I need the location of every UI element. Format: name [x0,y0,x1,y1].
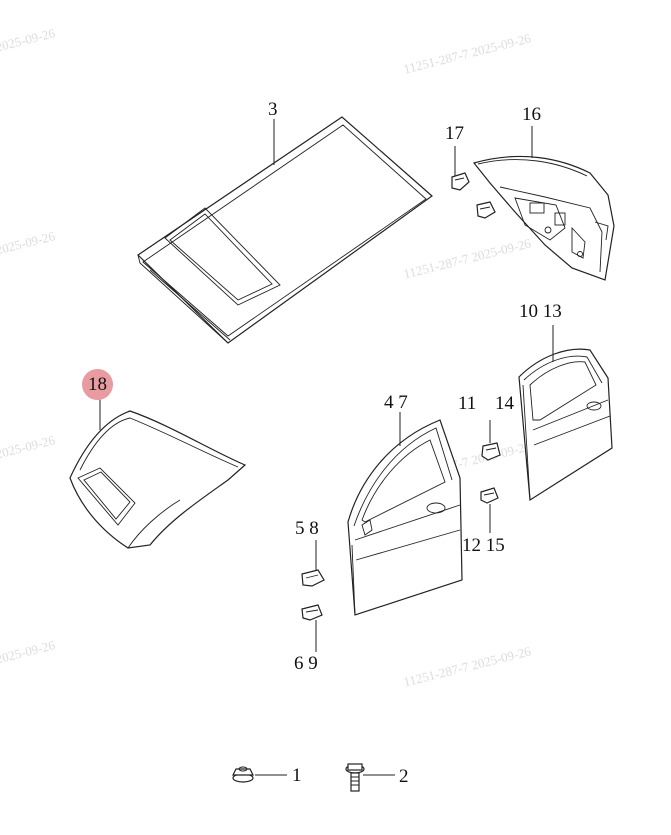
front-upper-hinge[interactable] [301,569,325,587]
rear-upper-hinge[interactable] [481,442,501,461]
callout-bolt[interactable]: 2 [399,766,409,787]
callout-rear-door[interactable]: 10 13 [519,301,562,322]
roof-panel[interactable] [137,116,433,344]
rear-door-panel[interactable] [518,348,613,502]
callout-hood: 18 [88,373,107,395]
tailgate-hinge-lower[interactable] [476,201,496,219]
callout-front-lower-hinge[interactable]: 6 9 [294,653,318,674]
callout-front-door[interactable]: 4 7 [384,392,408,413]
tailgate-hinge-upper[interactable] [451,172,470,191]
callout-rear-lower-hinge[interactable]: 12 15 [462,535,505,556]
callout-nut[interactable]: 1 [292,765,302,786]
callout-front-upper-hinge[interactable]: 5 8 [295,518,319,539]
callout-tailgate-hinge[interactable]: 17 [445,123,464,144]
front-lower-hinge[interactable] [301,604,323,621]
callout-hood-highlighted[interactable]: 18 [82,369,113,400]
front-door-panel[interactable] [347,419,463,616]
flange-nut-icon[interactable] [232,766,254,783]
callout-roof[interactable]: 3 [268,99,278,120]
tailgate-panel[interactable] [472,155,615,281]
callout-rear-upper-hinge-alt[interactable]: 14 [495,393,514,414]
rear-lower-hinge[interactable] [480,487,499,504]
hood-panel[interactable] [69,410,247,549]
flange-bolt-icon[interactable] [345,763,365,792]
callout-tailgate[interactable]: 16 [522,104,541,125]
callout-rear-upper-hinge[interactable]: 11 [458,393,477,414]
